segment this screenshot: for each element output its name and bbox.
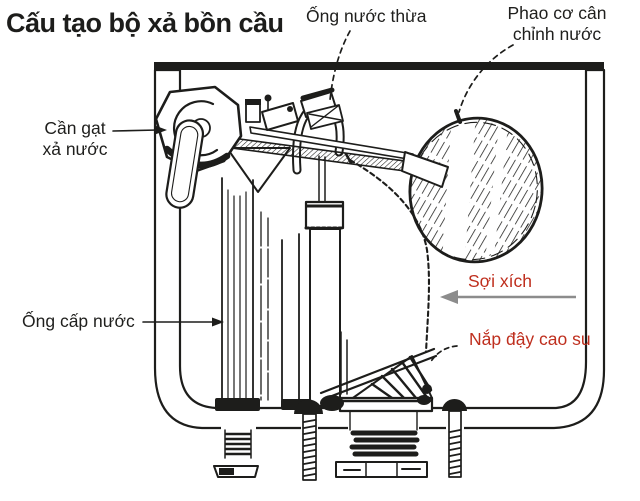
label-flush-lever-line2: xả nước bbox=[42, 139, 108, 160]
leader-chain-arrow bbox=[440, 290, 576, 304]
label-chain: Sợi xích bbox=[468, 271, 532, 291]
label-flush-lever-line1: Cần gạt bbox=[44, 118, 106, 138]
label-overflow-pipe: Ống nước thừa bbox=[306, 6, 427, 26]
diagram-title: Cấu tạo bộ xả bồn cầu bbox=[6, 8, 284, 38]
leader-flapper bbox=[429, 345, 458, 364]
leader-supply-pipe bbox=[142, 317, 224, 327]
leader-flush-lever bbox=[112, 125, 167, 135]
label-float-valve: Phao cơ cân chỉnh nước bbox=[499, 3, 615, 46]
label-float-valve-line2: chỉnh nước bbox=[512, 24, 602, 45]
float-ball bbox=[401, 109, 544, 268]
label-float-valve-line1: Phao cơ cân bbox=[507, 3, 607, 23]
label-supply-pipe: Ống cấp nước bbox=[22, 311, 135, 331]
chain-curve bbox=[344, 152, 431, 354]
leader-float-valve bbox=[458, 44, 514, 113]
tank-rim bbox=[154, 62, 604, 70]
flapper-assembly bbox=[319, 331, 438, 413]
fill-valve-column bbox=[215, 147, 321, 411]
label-rubber-flapper: Nắp đậy cao su bbox=[469, 329, 591, 349]
label-flush-lever: Cần gạt xả nước bbox=[38, 118, 112, 161]
flush-lever-mechanism bbox=[154, 85, 344, 209]
bottom-fittings bbox=[213, 399, 467, 481]
leader-overflow-pipe bbox=[329, 30, 351, 101]
